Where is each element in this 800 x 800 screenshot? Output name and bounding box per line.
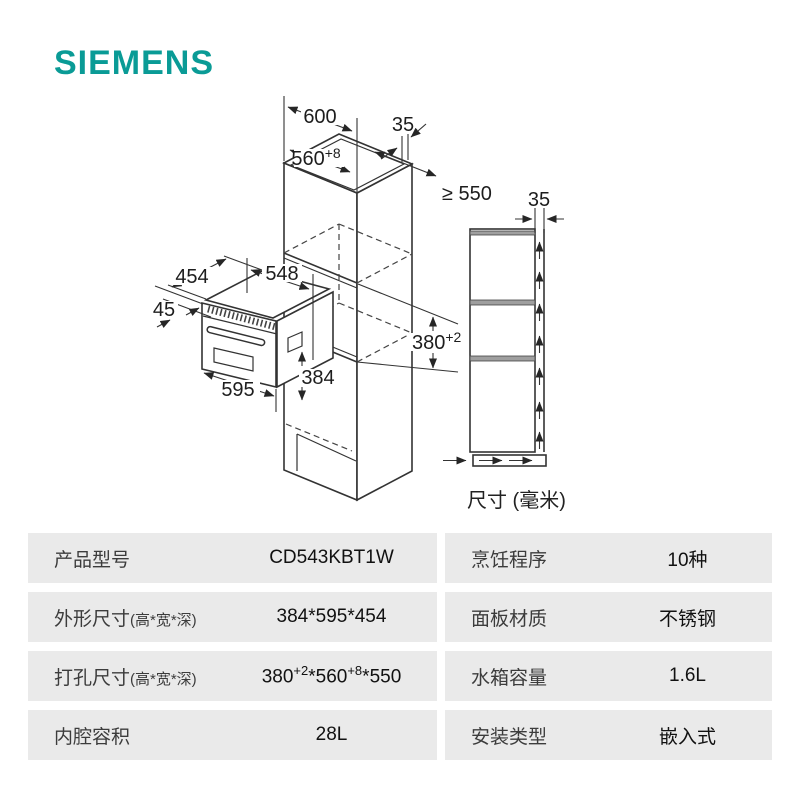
dim-niche-depth: ≥ 550 (442, 183, 492, 205)
dim-niche-width: 560+8 (291, 145, 341, 170)
dim-door-overhang: 45 (153, 299, 175, 321)
spec-label: 烹饪程序 (471, 549, 548, 571)
dim-oven-width: 595 (221, 379, 254, 401)
spec-value: 380+2*560+8*550 (261, 663, 402, 688)
dim-top-back-gap: 35 (392, 114, 414, 136)
dim-cabinet-width: 600 (303, 106, 336, 128)
spec-label: 安装类型 (471, 726, 548, 748)
spec-cell-programs: 烹饪程序 10种 (445, 533, 772, 583)
spec-cell-outer-dims: 外形尺寸(高*宽*深) 384*595*454 (28, 592, 437, 642)
spec-value: CD543KBT1W (269, 547, 394, 568)
dim-oven-depth: 454 (175, 266, 208, 288)
oven-display (213, 347, 254, 372)
spec-label: 内腔容积 (54, 726, 131, 748)
spec-cell-panel-material: 面板材质 不锈钢 (445, 592, 772, 642)
units-label: 尺寸 (毫米) (467, 489, 566, 512)
dim-oven-body-width: 548 (265, 263, 298, 285)
spec-label: 外形尺寸(高*宽*深) (54, 608, 197, 630)
dim-niche-height: 380+2 (412, 329, 462, 354)
spec-label: 水箱容量 (471, 667, 548, 689)
spec-label: 产品型号 (54, 549, 131, 571)
spec-cell-cutout-dims: 打孔尺寸(高*宽*深) 380+2*560+8*550 (28, 651, 437, 701)
spec-cell-tank-capacity: 水箱容量 1.6L (445, 651, 772, 701)
dim-oven-height: 384 (301, 367, 334, 389)
installation-diagram: 600 560+8 35 ≥ 550 548 454 45 384 595 38… (151, 96, 566, 512)
spec-value: 10种 (667, 549, 708, 571)
spec-cell-cavity-volume: 内腔容积 28L (28, 710, 437, 760)
siemens-logo: SIEMENS (54, 44, 215, 82)
oven-vent-grille (207, 305, 277, 331)
spec-value: 28L (315, 724, 348, 745)
spec-label: 面板材质 (471, 608, 548, 630)
spec-cell-model: 产品型号 CD543KBT1W (28, 533, 437, 583)
airflow-arrows (443, 241, 544, 465)
oven-handle (206, 325, 266, 347)
side-section-view (443, 228, 547, 467)
dim-rear-vent-gap: 35 (528, 189, 550, 211)
spec-label: 打孔尺寸(高*宽*深) (54, 667, 197, 689)
spec-value: 嵌入式 (658, 726, 716, 748)
spec-value: 384*595*454 (276, 606, 387, 627)
spec-table: 产品型号 CD543KBT1W 烹饪程序 10种 外形尺寸(高*宽*深) 384… (28, 533, 772, 760)
spec-value: 1.6L (669, 665, 706, 686)
spec-value: 不锈钢 (658, 608, 716, 630)
spec-cell-install-type: 安装类型 嵌入式 (445, 710, 772, 760)
oven-side-latch (287, 331, 303, 353)
